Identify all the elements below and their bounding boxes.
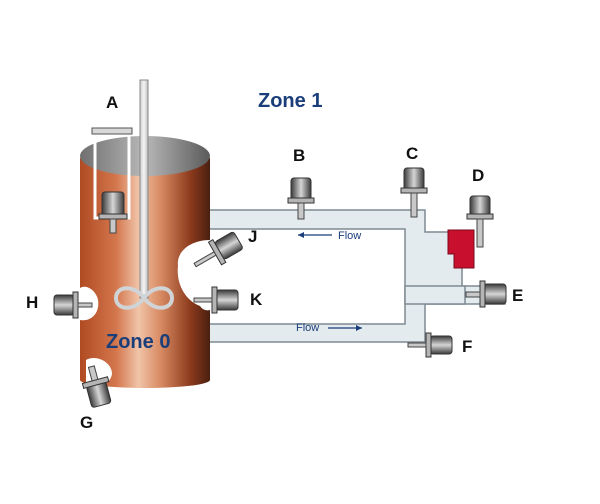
- zone-0-label: Zone 0: [106, 331, 170, 353]
- label-f: F: [462, 337, 472, 356]
- pipe-joint-fill: [406, 287, 426, 303]
- sensor-a: [98, 191, 128, 234]
- agitator-blade: [113, 286, 175, 310]
- piping: [204, 209, 506, 343]
- cage-top-bar: [91, 127, 133, 135]
- label-b: B: [293, 146, 305, 165]
- sensor-e: [465, 280, 507, 308]
- label-e: E: [512, 286, 523, 305]
- sensor-f: [407, 332, 453, 358]
- red-elbow: [447, 229, 475, 269]
- flow-arrow-top: [298, 232, 332, 238]
- agitator: [113, 79, 175, 310]
- sensor-c: [400, 167, 428, 218]
- label-d: D: [472, 166, 484, 185]
- label-h: H: [26, 293, 38, 312]
- tank-bottom: [80, 372, 210, 388]
- flow-label-top: Flow: [338, 230, 361, 242]
- sensor-d: [447, 195, 494, 269]
- label-g: G: [80, 413, 93, 432]
- label-c: C: [406, 144, 418, 163]
- label-a: A: [106, 93, 118, 112]
- sensor-j: [193, 231, 243, 268]
- flow-arrow-bottom: [328, 325, 362, 331]
- sensor-g: [81, 365, 112, 408]
- agitator-shaft: [139, 79, 149, 299]
- sensor-k: [193, 286, 239, 314]
- sensor-b: [287, 177, 315, 220]
- flow-label-bottom: Flow: [296, 322, 319, 334]
- cutaway-right: [177, 240, 210, 311]
- sensor-h: [53, 291, 93, 319]
- zone-1-label: Zone 1: [258, 90, 322, 112]
- label-k: K: [250, 290, 263, 309]
- label-j: J: [248, 227, 257, 246]
